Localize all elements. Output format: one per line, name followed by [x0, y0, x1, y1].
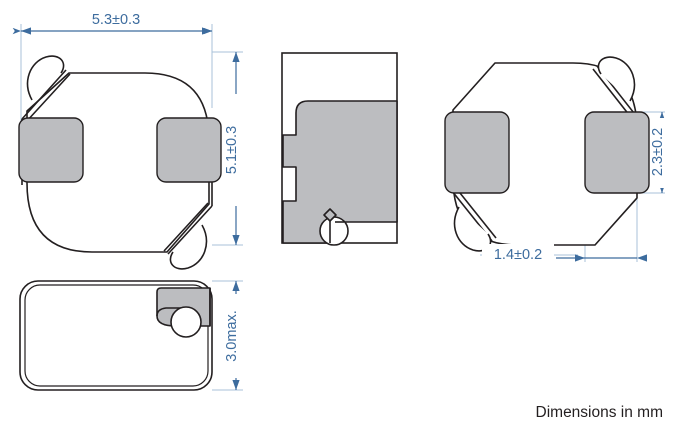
top-view-pad-left — [18, 117, 84, 183]
front-view-lead-hook-circle — [170, 306, 202, 338]
top-view-lead-hook-top-left — [26, 55, 65, 101]
top-view-lead-hook-bottom-right — [169, 224, 208, 270]
bottom-view-pad-right — [584, 111, 650, 194]
top-view-width-arrow-left — [21, 27, 31, 35]
bottom-view-pad-height-label-backdrop — [652, 118, 672, 188]
bottom-view-lead-hook-bottom-left — [453, 206, 492, 252]
bottom-view-pad-width-arrow-right — [637, 254, 647, 262]
top-view-height-arrow-bottom — [232, 235, 240, 245]
top-view-width-arrow-right — [202, 27, 212, 35]
front-view-lead-tab-notch — [156, 307, 185, 317]
bottom-view-pad-width-label: 1.4±0.2 — [494, 247, 542, 263]
side-view-body-profile — [282, 100, 398, 244]
front-view-group: 3.0max. — [19, 280, 246, 391]
top-view-extension-lines — [20, 24, 243, 246]
bottom-view-pad-height-label: 2.3±0.2 — [650, 128, 666, 176]
front-view-thickness-label: 3.0max. — [224, 310, 240, 362]
top-view-height-label-backdrop — [226, 94, 246, 206]
front-view-thickness-label-backdrop — [226, 294, 246, 378]
front-view-thickness-arrow-bottom — [232, 380, 240, 390]
top-view-height-arrow-top — [232, 52, 240, 62]
bottom-view-lead-hook-top-right — [597, 56, 636, 102]
top-view-width-label: 5.3±0.3 — [92, 12, 140, 28]
bottom-view-pad-left — [444, 111, 510, 194]
front-view-extension-lines — [212, 280, 243, 391]
bottom-view-pad-width-arrow-left — [575, 254, 585, 262]
front-view-body-inner-line — [24, 284, 209, 387]
front-view-thickness-arrow-top — [232, 281, 240, 291]
top-view-group: 5.3±0.3 5.1±0.3 — [12, 10, 246, 270]
bottom-view-pad-width-label-backdrop — [482, 244, 554, 264]
bottom-view-group: 2.3±0.2 1.4±0.2 — [444, 56, 672, 264]
top-view-height-label: 5.1±0.3 — [224, 126, 240, 174]
side-view-group — [281, 52, 398, 246]
top-view-width-label-backdrop — [60, 10, 172, 30]
units-note: Dimensions in mm — [536, 404, 663, 421]
side-view-lead-hook-tail — [323, 208, 337, 222]
top-view-pad-right — [156, 117, 222, 183]
